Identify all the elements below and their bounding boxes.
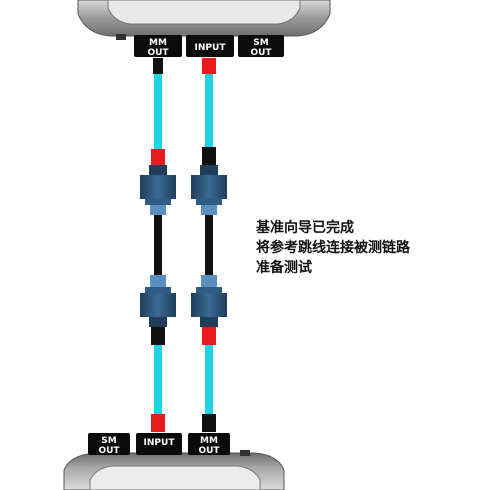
left-patch-cord: [140, 58, 176, 432]
right-top-connector-red: [202, 58, 216, 74]
right-bottom-fiber: [205, 345, 213, 415]
right-top-fiber: [205, 74, 213, 150]
bottom-port-mm-out-line2: OUT: [198, 446, 220, 456]
bottom-port-mm-out-line1: MM: [200, 436, 218, 446]
message-line-1: 基准向导已完成: [256, 220, 354, 236]
bottom-port-sm-out: SM OUT: [88, 433, 130, 456]
left-upper-adapter: [140, 165, 176, 215]
top-test-unit: MM OUT INPUT SM OUT: [77, 0, 331, 58]
bottom-unit-screen-bezel: [89, 465, 261, 490]
bottom-port-input-label: INPUT: [144, 438, 176, 448]
top-unit-side-clip: [116, 34, 126, 40]
top-unit-screen-bezel: [107, 0, 301, 25]
bottom-port-input: INPUT: [136, 433, 182, 455]
top-port-sm-out-line2: OUT: [250, 48, 272, 58]
bottom-test-unit: SM OUT INPUT MM OUT: [63, 433, 285, 490]
top-port-input: INPUT: [186, 35, 234, 57]
message-line-3: 准备测试: [256, 260, 312, 276]
right-patch-cord: [191, 58, 227, 432]
left-bottom-connector-red: [151, 414, 165, 432]
left-top-connector-boot: [153, 58, 163, 74]
left-upper-connector-red: [151, 149, 165, 165]
left-lower-adapter: [140, 275, 176, 327]
top-port-sm-out-line1: SM: [253, 38, 268, 48]
right-lower-adapter: [191, 275, 227, 327]
bottom-port-mm-out: MM OUT: [188, 433, 230, 456]
top-port-mm-out: MM OUT: [134, 35, 182, 58]
top-port-mm-out-line2: OUT: [147, 48, 169, 58]
bottom-port-sm-out-line1: SM: [101, 436, 116, 446]
bottom-port-sm-out-line2: OUT: [98, 446, 120, 456]
message-line-2: 将参考跳线连接被测链路: [256, 240, 410, 256]
right-middle-jumper: [205, 215, 213, 275]
right-lower-connector-red: [202, 327, 216, 345]
top-port-sm-out: SM OUT: [238, 35, 284, 58]
status-message: 基准向导已完成 将参考跳线连接被测链路 准备测试: [256, 218, 410, 278]
top-port-input-label: INPUT: [195, 43, 227, 53]
left-middle-jumper: [154, 215, 162, 275]
top-port-mm-out-line1: MM: [149, 38, 167, 48]
bottom-unit-side-clip: [240, 450, 250, 456]
left-bottom-fiber: [154, 345, 162, 415]
right-bottom-connector-black: [202, 414, 216, 432]
left-lower-connector-black: [151, 327, 165, 345]
right-upper-adapter: [191, 165, 227, 215]
left-top-fiber: [154, 74, 162, 150]
right-upper-connector-black: [202, 147, 216, 165]
